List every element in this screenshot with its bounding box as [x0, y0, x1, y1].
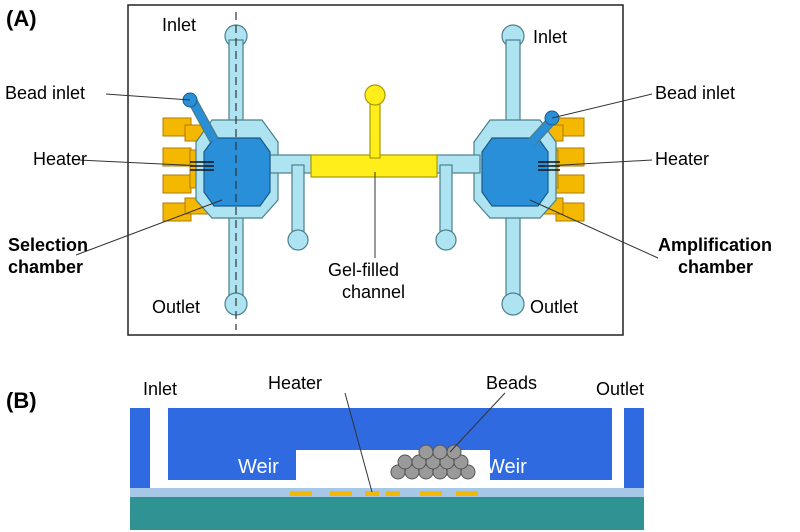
- leader-lines-a: [75, 93, 659, 259]
- gel-channel-label-2: channel: [342, 282, 405, 302]
- selection-chamber-label-2: chamber: [8, 257, 83, 277]
- amplification-chamber-label-1: Amplification: [658, 235, 772, 255]
- weir-right-label: Weir: [486, 456, 527, 478]
- bead-inlet-right-label: Bead inlet: [655, 83, 735, 103]
- amplification-chamber-label-2: chamber: [678, 257, 753, 277]
- panel-b-tag: (B): [6, 388, 37, 413]
- inlet-left-label: Inlet: [162, 15, 196, 35]
- selection-chamber-label-1: Selection: [8, 235, 88, 255]
- beads-cluster: [390, 444, 476, 480]
- gel-channel-label-1: Gel-filled: [328, 260, 399, 280]
- gel-channel: [310, 84, 438, 178]
- panel-b-beads-label: Beads: [486, 373, 537, 393]
- inlet-right-label: Inlet: [533, 27, 567, 47]
- leader-lines-b: [344, 392, 506, 493]
- weir-left-label: Weir: [238, 456, 279, 478]
- bead-inlet-right: [528, 110, 560, 146]
- panel-b-inlet-label: Inlet: [143, 379, 177, 399]
- panel-a-tag: (A): [6, 6, 37, 31]
- heater-left-label: Heater: [33, 149, 87, 169]
- outlet-left-label: Outlet: [152, 297, 200, 317]
- panel-b-outlet-label: Outlet: [596, 379, 644, 399]
- outlet-right-label: Outlet: [530, 297, 578, 317]
- panel-b-heater-label: Heater: [268, 373, 322, 393]
- amplification-chamber: [481, 137, 549, 207]
- pdms-block: [130, 408, 644, 488]
- left-heater-pads: [162, 117, 214, 222]
- bead-inlet-left-label: Bead inlet: [5, 83, 85, 103]
- selection-chamber: [203, 137, 271, 207]
- substrate-layer: [130, 496, 644, 530]
- heater-elements: [290, 491, 478, 496]
- heater-right-label: Heater: [655, 149, 709, 169]
